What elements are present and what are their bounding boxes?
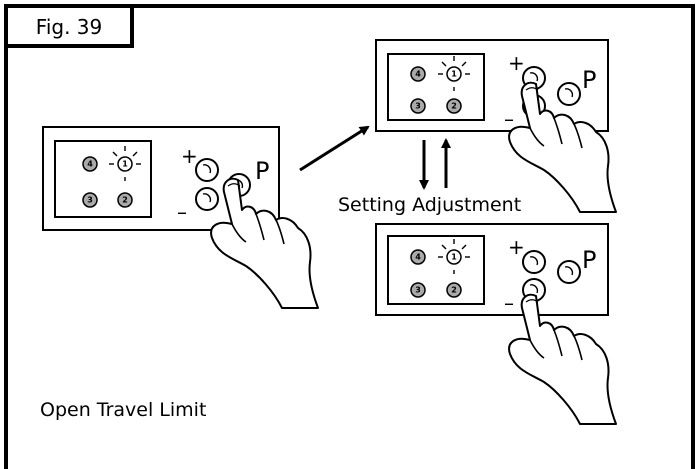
led-3: 3 (82, 192, 98, 208)
minus-label: – (504, 107, 514, 131)
svg-text:2: 2 (451, 102, 457, 111)
led-4: 4 (410, 249, 426, 265)
led-4: 4 (82, 156, 98, 172)
led-3: 3 (410, 98, 426, 114)
svg-text:1: 1 (451, 253, 457, 262)
minus-label: – (504, 291, 514, 315)
led-2: 2 (446, 282, 462, 298)
led-4: 4 (410, 66, 426, 82)
led-1-blinking: 1 (438, 239, 470, 274)
svg-text:3: 3 (415, 286, 421, 295)
svg-text:2: 2 (451, 286, 457, 295)
program-button[interactable] (557, 82, 581, 106)
svg-text:1: 1 (122, 160, 128, 169)
plus-button[interactable] (522, 250, 546, 274)
setting-adjustment-caption: Setting Adjustment (338, 194, 521, 216)
led-1-blinking: 1 (438, 56, 470, 91)
program-button[interactable] (557, 260, 581, 284)
led-1-blinking: 1 (109, 146, 141, 181)
svg-text:4: 4 (87, 160, 93, 169)
svg-text:3: 3 (87, 196, 93, 205)
led-2: 2 (446, 98, 462, 114)
svg-text:4: 4 (415, 253, 421, 262)
minus-label: – (177, 200, 187, 224)
svg-text:2: 2 (122, 196, 128, 205)
plus-label: + (181, 144, 198, 168)
minus-button[interactable] (195, 187, 219, 211)
program-label: P (255, 157, 269, 185)
plus-button[interactable] (195, 158, 219, 182)
figure-label: Fig. 39 (4, 4, 134, 48)
plus-label: + (508, 51, 525, 75)
figure-label-text: Fig. 39 (36, 15, 102, 39)
svg-text:3: 3 (415, 102, 421, 111)
svg-text:1: 1 (451, 70, 457, 79)
arrow-to-panel-b (299, 125, 370, 172)
control-panel-b: 4 1 3 2 + – P (375, 39, 609, 132)
control-panel-c: 4 1 3 2 + – P (375, 223, 609, 316)
led-display-b (387, 53, 485, 121)
program-label: P (582, 66, 596, 94)
led-3: 3 (410, 282, 426, 298)
plus-label: + (508, 235, 525, 259)
led-2: 2 (117, 192, 133, 208)
svg-text:4: 4 (415, 70, 421, 79)
program-label: P (582, 246, 596, 274)
open-travel-limit-caption: Open Travel Limit (40, 399, 206, 421)
led-display-c (387, 235, 485, 305)
